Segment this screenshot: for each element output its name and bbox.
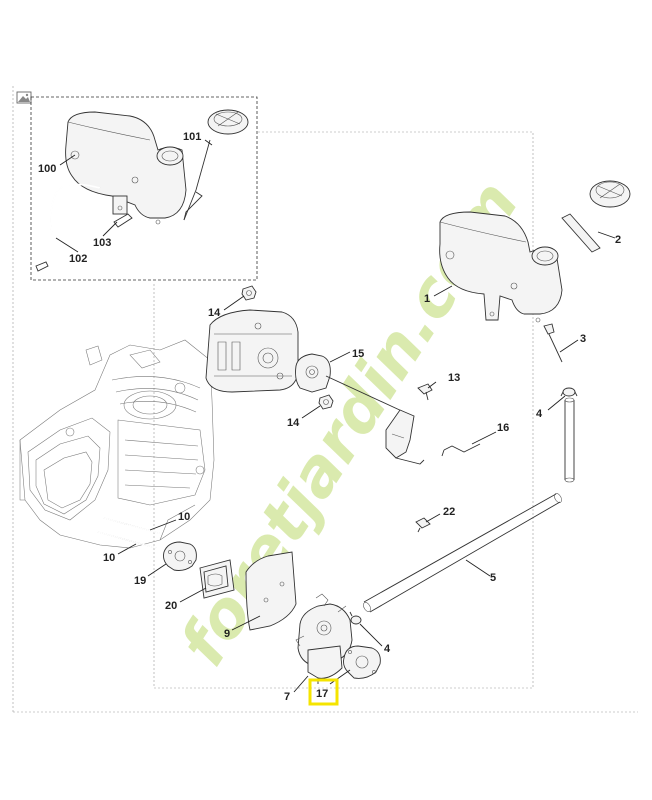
assembly-frame (153, 131, 534, 689)
gasket-17 (343, 645, 381, 679)
nut-14-bottom (318, 394, 334, 410)
inset-fuel-tank-100 (65, 111, 187, 225)
spacer-20 (199, 559, 235, 599)
inset-fuel-line-102 (35, 183, 101, 272)
label-103: 103 (93, 237, 111, 249)
label-10-upper: 10 (178, 511, 190, 523)
label-102: 102 (69, 253, 87, 265)
label-4-lower: 4 (384, 643, 391, 655)
label-17[interactable]: 17 (316, 688, 328, 700)
outer-frame (12, 86, 638, 713)
leader-lines (117, 231, 616, 693)
fuel-hose-5 (363, 493, 562, 613)
highlight-box-17[interactable] (308, 678, 339, 706)
bolt-3 (543, 323, 563, 363)
heat-shield-9 (245, 551, 297, 631)
fuel-tank-1 (439, 211, 563, 323)
label-13: 13 (448, 372, 460, 384)
carburetor-7 (295, 593, 353, 684)
label-101: 101 (183, 131, 201, 143)
label-4-upper: 4 (536, 408, 543, 420)
stud-10-lower (97, 531, 157, 549)
label-16: 16 (497, 422, 509, 434)
label-2: 2 (615, 234, 621, 246)
label-20: 20 (165, 600, 177, 612)
link-16 (441, 443, 481, 457)
label-5: 5 (490, 572, 496, 584)
fuel-hose-vertical (564, 397, 575, 483)
inset-leaders (55, 139, 213, 253)
fitting-22 (415, 517, 431, 533)
inset-clip-103 (113, 213, 133, 228)
label-19: 19 (134, 575, 146, 587)
highlight-17[interactable]: 17 (308, 678, 339, 706)
label-10-lower: 10 (103, 552, 115, 564)
inset-fuel-cap-101 (183, 109, 249, 221)
nut-14-top (241, 285, 257, 301)
label-3: 3 (580, 333, 586, 345)
fuel-cap-2 (561, 180, 631, 253)
control-bracket-15 (295, 353, 425, 465)
label-14-bottom: 14 (287, 417, 300, 429)
air-cleaner-cover (205, 309, 299, 393)
clamp-4-lower (349, 611, 362, 625)
label-14-top: 14 (208, 307, 221, 319)
label-9: 9 (224, 628, 230, 640)
engine-block (19, 339, 215, 549)
clamp-4-upper (560, 387, 578, 397)
label-22: 22 (443, 506, 455, 518)
image-icon (16, 91, 32, 104)
label-100: 100 (38, 163, 56, 175)
screw-13 (417, 383, 433, 401)
stud-10-upper (103, 517, 163, 535)
label-1: 1 (424, 293, 430, 305)
label-7: 7 (284, 691, 290, 703)
label-15: 15 (352, 348, 364, 360)
gasket-19 (163, 541, 197, 571)
inset-box (30, 96, 258, 281)
